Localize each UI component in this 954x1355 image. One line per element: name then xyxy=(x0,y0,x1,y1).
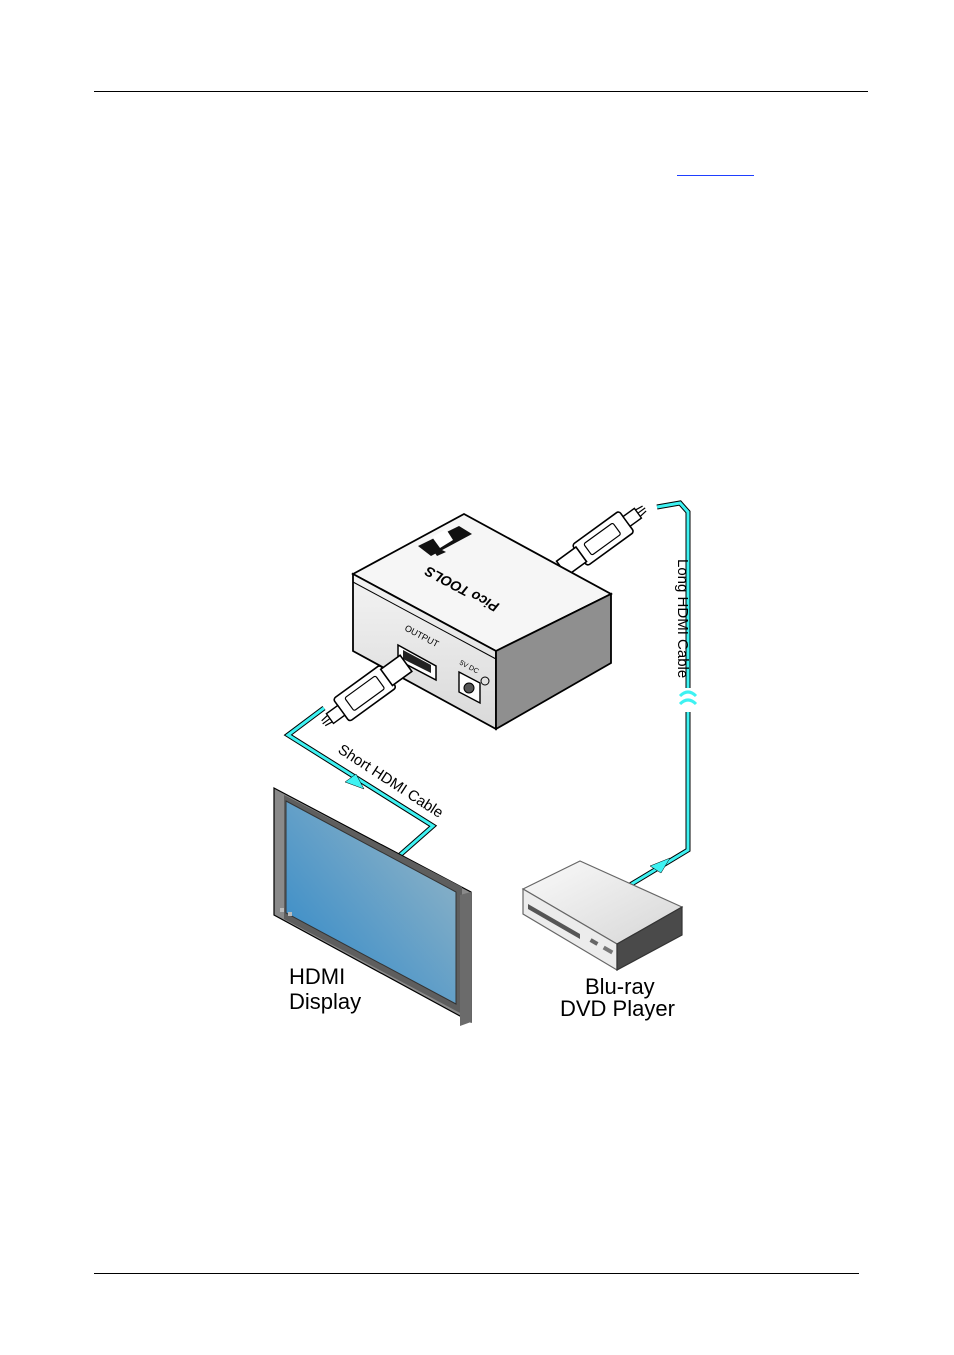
bluray-player xyxy=(523,861,682,970)
long-cable-label: Long HDMI Cable xyxy=(674,559,691,678)
display-label-line1: HDMI xyxy=(289,964,345,989)
player-label-line2: DVD Player xyxy=(560,996,675,1021)
display-label-line2: Display xyxy=(289,989,361,1014)
hdmi-plug-long xyxy=(554,497,653,579)
footer-rule xyxy=(94,1273,859,1274)
hdmi-plug-short xyxy=(314,652,414,735)
